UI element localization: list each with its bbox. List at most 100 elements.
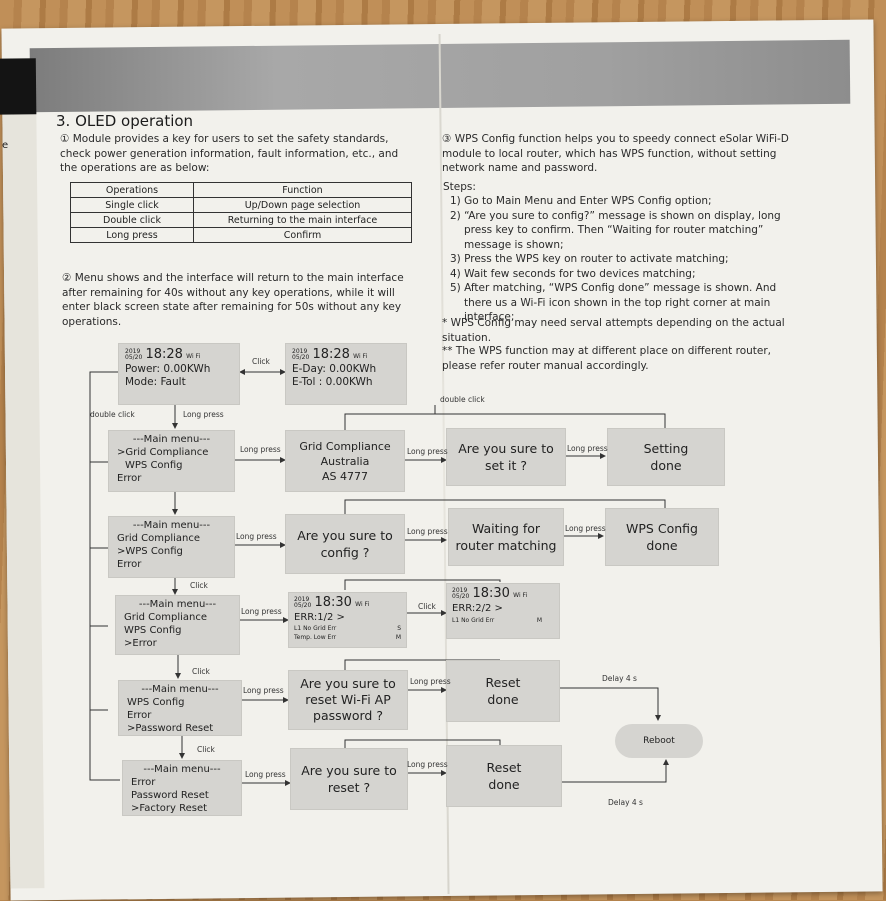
setting-done-box: Setting done: [607, 428, 725, 486]
error-code: S: [397, 625, 401, 632]
screen-power: Power: 0.00KWh: [125, 363, 211, 375]
screen-date: 2019 05/20: [125, 348, 143, 361]
step-item: 1) Go to Main Menu and Enter WPS Config …: [450, 195, 712, 207]
screen-time: 18:28: [145, 347, 183, 362]
display-screen-error-2: 2019 05/20 18:30 Wi Fi ERR:2/2 > L1 No G…: [446, 583, 560, 639]
error-line: L1 No Grid Err S: [294, 624, 401, 633]
click-label: Click: [252, 357, 270, 366]
main-menu-factory: ---Main menu--- Error Password Reset >Fa…: [122, 760, 242, 816]
table-row: Double click Returning to the main inter…: [70, 212, 412, 228]
long-press-label: Long press: [567, 444, 608, 453]
long-press-label: Long press: [565, 524, 606, 533]
box-line: password ?: [313, 708, 383, 723]
menu-item: >WPS Config: [117, 546, 183, 557]
main-menu-grid: ---Main menu--- >Grid Compliance WPS Con…: [108, 430, 235, 492]
main-menu-error: ---Main menu--- Grid Compliance WPS Conf…: [115, 595, 240, 655]
long-press-label: Long press: [236, 532, 277, 541]
table-header-row: Operations Function: [70, 182, 412, 198]
screen-eday: E-Day: 0.00KWh: [292, 363, 377, 375]
click-label: Click: [197, 745, 215, 754]
box-line: Setting: [643, 441, 689, 456]
click-label: Click: [192, 667, 210, 676]
reboot-node: Reboot: [615, 724, 703, 758]
step-item: 4) Wait few seconds for two devices matc…: [450, 267, 696, 280]
long-press-label: Long press: [240, 445, 281, 454]
menu-item: Error: [127, 710, 152, 721]
wifi-icon: Wi Fi: [186, 353, 201, 360]
intro-paragraph: ① Module provides a key for users to set…: [60, 133, 399, 174]
box-line: done: [650, 458, 682, 473]
box-line: Are you sure to: [297, 528, 393, 543]
delay-label: Delay 4 s: [602, 674, 637, 683]
box-line: WPS Config: [626, 521, 698, 536]
menu-item: Grid Compliance: [124, 612, 208, 623]
menu-item: >Factory Reset: [131, 803, 208, 814]
menu-title: ---Main menu---: [132, 434, 211, 445]
error-text: L1 No Grid Err: [294, 625, 337, 632]
step-item: 2) “Are you sure to config?” message is …: [450, 209, 781, 251]
error-text: Temp. Low Err: [294, 634, 337, 641]
reset-done-box: Reset done: [446, 660, 560, 722]
box-line: done: [487, 692, 519, 707]
menu-item: Error: [117, 559, 142, 570]
box-line: Are you sure to: [301, 763, 397, 778]
long-press-label: Long press: [407, 447, 448, 456]
box-line: done: [488, 777, 520, 792]
box-line: reset ?: [327, 780, 371, 795]
box-line: AS 4777: [322, 469, 368, 483]
section-title: 3. OLED operation: [56, 112, 194, 130]
menu-item: WPS Config: [127, 697, 185, 708]
factory-reset-done-box: Reset done: [446, 745, 562, 807]
display-screen-energy: 2019 05/20 18:28 Wi Fi E-Day: 0.00KWh E-…: [285, 343, 407, 405]
long-press-label: Long press: [245, 770, 286, 779]
long-press-label: Long press: [183, 410, 224, 419]
double-click-label: double click: [90, 410, 135, 419]
table-row: Long press Confirm: [70, 227, 412, 243]
click-label: Click: [190, 581, 208, 590]
wifi-icon: Wi Fi: [355, 601, 370, 608]
box-line: Reset: [485, 675, 521, 690]
long-press-label: Long press: [407, 760, 448, 769]
error-code: M: [395, 634, 401, 641]
menu-item: WPS Config: [124, 625, 182, 636]
screen-mode: Mode: Fault: [125, 376, 186, 388]
long-press-label: Long press: [241, 607, 282, 616]
menu-item: Error: [131, 777, 156, 788]
click-label: Click: [418, 602, 436, 611]
error-text: L1 No Grid Err: [452, 617, 495, 624]
menu-title: ---Main menu---: [132, 520, 211, 531]
screen-etol: E-Tol : 0.00KWh: [292, 376, 373, 388]
menu-title: ---Main menu---: [138, 599, 217, 610]
operations-table: Operations Function Single click Up/Down…: [70, 182, 412, 243]
wps-intro: ③ WPS Config function helps you to speed…: [442, 133, 789, 174]
wps-note: ** The WPS function may at different pla…: [442, 345, 772, 372]
box-line: router matching: [455, 538, 557, 553]
wps-note: * WPS Config may need serval attempts de…: [442, 317, 785, 344]
box-line: set it ?: [484, 458, 528, 473]
error-counter: ERR:2/2 >: [452, 603, 503, 614]
display-screen-error-1: 2019 05/20 18:30 Wi Fi ERR:1/2 > L1 No G…: [288, 592, 407, 648]
menu-title: ---Main menu---: [143, 764, 221, 775]
delay-label: Delay 4 s: [608, 798, 643, 807]
menu-item: Grid Compliance: [117, 533, 201, 544]
long-press-label: Long press: [243, 686, 284, 695]
display-screen-main: 2019 05/20 18:28 Wi Fi Power: 0.00KWh Mo…: [118, 343, 240, 405]
table-cell: Confirm: [193, 227, 412, 243]
menu-item: Password Reset: [131, 790, 209, 801]
confirm-set-box: Are you sure to set it ?: [446, 428, 566, 486]
menu-item: WPS Config: [125, 460, 183, 471]
waiting-matching-box: Waiting for router matching: [448, 508, 564, 566]
confirm-reset-box: Are you sure to reset ?: [290, 748, 408, 810]
screen-date: 2019 05/20: [452, 587, 470, 600]
wifi-icon: Wi Fi: [513, 592, 528, 599]
box-line: Australia: [320, 454, 370, 468]
screen-date: 2019 05/20: [292, 348, 310, 361]
double-click-label: double click: [440, 395, 485, 404]
screen-time: 18:30: [314, 595, 352, 610]
box-line: config ?: [320, 545, 370, 560]
main-menu-wps: ---Main menu--- Grid Compliance >WPS Con…: [108, 516, 235, 578]
menu-item: >Error: [124, 638, 157, 649]
wifi-icon: Wi Fi: [353, 353, 368, 360]
